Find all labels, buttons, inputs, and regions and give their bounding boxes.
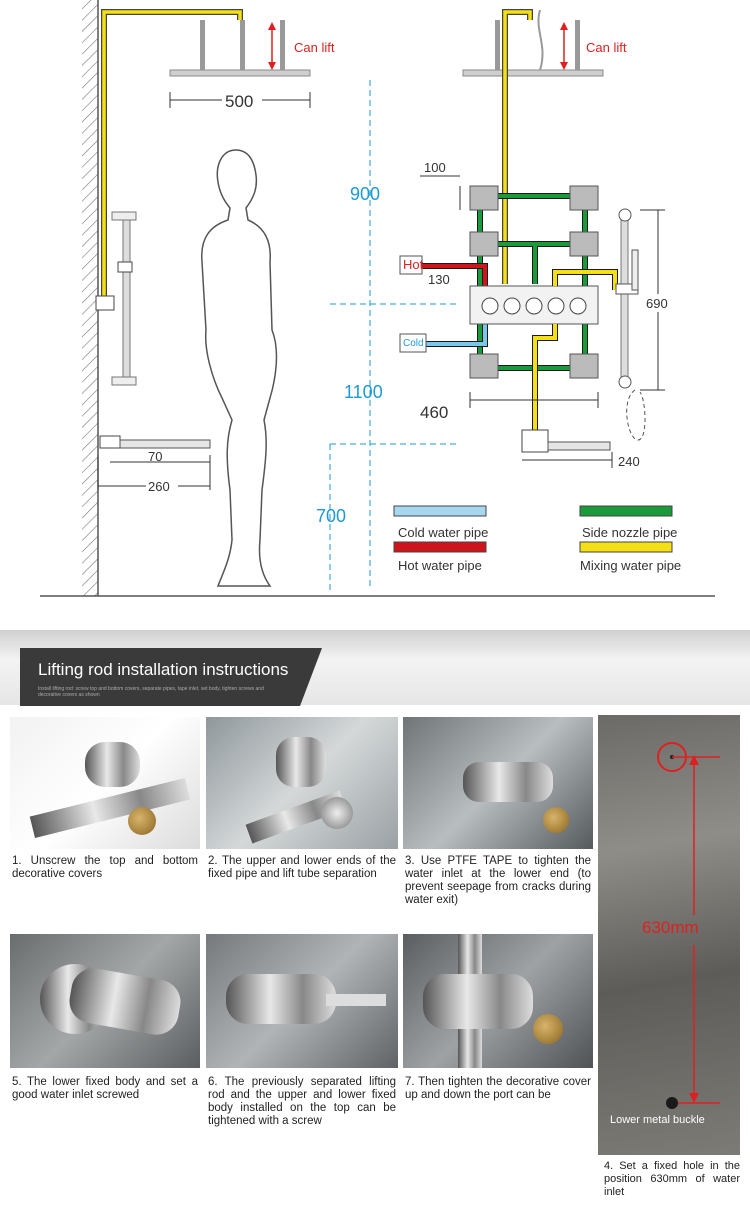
step-3-caption: 3. Use PTFE TAPE to tighten the water in…: [405, 855, 591, 906]
banner-title: Lifting rod installation instructions: [38, 660, 289, 679]
human-figure: [201, 149, 278, 587]
wall: [82, 0, 98, 596]
dim-130: 130: [428, 272, 450, 287]
step-6-photo: [206, 934, 398, 1068]
measure-630: 630mm: [642, 918, 699, 937]
dim-100: 100: [424, 160, 446, 175]
dim-700: 700: [316, 506, 346, 526]
dim-1100: 1100: [344, 382, 383, 402]
step-2-caption: 2. The upper and lower ends of the fixed…: [208, 855, 396, 880]
can-lift-right: Can lift: [586, 40, 627, 55]
hot-label: Hot: [403, 257, 424, 272]
step-6-caption: 6. The previously separated lifting rod …: [208, 1076, 396, 1127]
banner-subtitle: Install lifting rod: screw top and botto…: [38, 686, 264, 698]
can-lift-left: Can lift: [294, 40, 335, 55]
legend-swatch-hot: [393, 541, 487, 553]
wall-slide-bar: [122, 214, 131, 384]
step-7-photo: [403, 934, 593, 1068]
step-2-photo: [206, 717, 398, 849]
step-7-caption: 7. Then tighten the decorative cover up …: [405, 1076, 591, 1101]
cold-label: Cold: [403, 338, 424, 349]
legend-side: Side nozzle pipe: [582, 525, 677, 540]
dim-500: 500: [225, 92, 253, 111]
dim-900: 900: [350, 184, 380, 204]
legend: Cold water pipe Hot water pipe Side nozz…: [393, 505, 681, 573]
wall-tub-spout: [99, 435, 121, 449]
step-4-caption: 4. Set a fixed hole in the position 630m…: [604, 1160, 740, 1198]
left-shower-head: [169, 69, 311, 77]
instructions-banner: Lifting rod installation instructions In…: [0, 630, 750, 706]
right-tub-spout: [521, 429, 549, 453]
dim-460: 460: [420, 403, 448, 422]
legend-swatch-side: [579, 505, 673, 517]
dim-240: 240: [618, 454, 640, 469]
legend-hot: Hot water pipe: [398, 558, 482, 573]
step-5-photo: [10, 934, 200, 1068]
step-4-photo: 630mm Lower metal buckle: [598, 715, 740, 1155]
right-shower-head: [462, 69, 604, 77]
dim-690: 690: [646, 296, 668, 311]
right-slide-bar: [620, 211, 629, 385]
dim-70: 70: [148, 449, 162, 464]
step-3-photo: [403, 717, 593, 849]
step-5-caption: 5. The lower fixed body and set a good w…: [12, 1076, 198, 1101]
dim-260: 260: [148, 479, 170, 494]
step-1-photo: [10, 717, 200, 849]
legend-cold: Cold water pipe: [398, 525, 488, 540]
banner-tab: [20, 648, 322, 706]
buckle-label: Lower metal buckle: [610, 1114, 705, 1126]
legend-swatch-mixing: [579, 541, 673, 553]
legend-mixing: Mixing water pipe: [580, 558, 681, 573]
legend-swatch-cold: [393, 505, 487, 517]
installation-diagram: Can lift 500 70 260 900 1100 700 Can lif…: [40, 0, 715, 597]
step-1-caption: 1. Unscrew the top and bottom decorative…: [12, 855, 198, 880]
